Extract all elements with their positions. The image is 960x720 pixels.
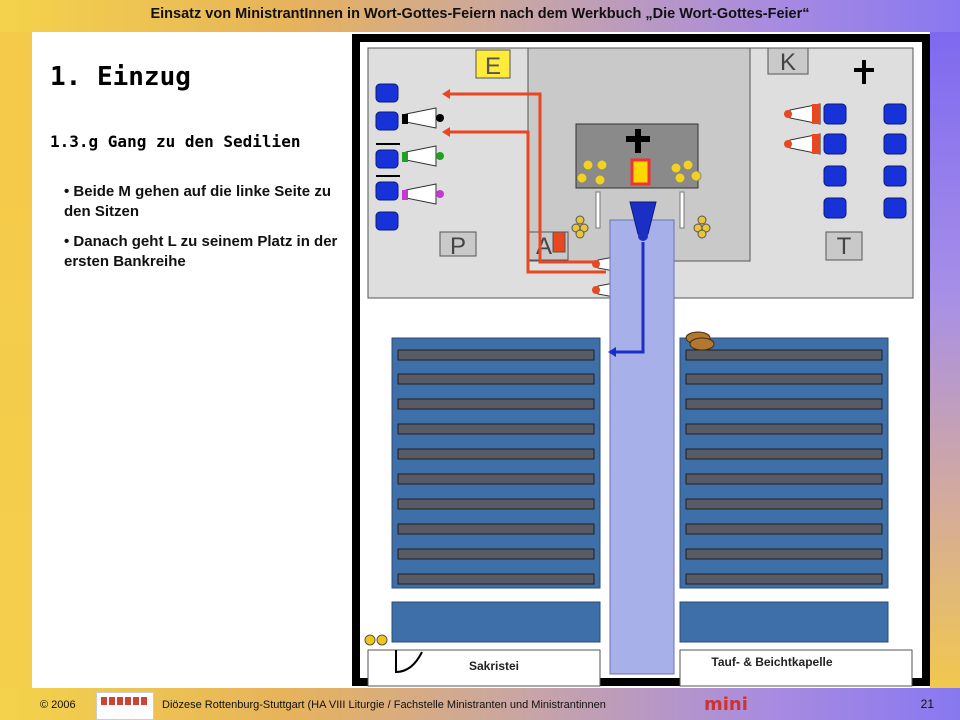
lector-figure bbox=[629, 201, 657, 241]
t-box bbox=[825, 231, 863, 261]
k-box bbox=[767, 47, 809, 75]
bullet-item: • Beide M gehen auf die linke Seite zu d… bbox=[64, 183, 331, 220]
ambo-e-box bbox=[475, 49, 511, 79]
procession-path-red bbox=[446, 92, 610, 274]
baptismal-font-icon bbox=[685, 331, 715, 351]
mini-logo: mini bbox=[704, 694, 748, 715]
cross-icon bbox=[854, 60, 874, 84]
footer-organization: Diözese Rottenburg-Stuttgart (HA VIII Li… bbox=[162, 699, 606, 711]
diocese-logo bbox=[96, 692, 154, 720]
server-figures-left bbox=[402, 107, 444, 205]
section-subtitle: 1.3.g Gang zu den Sedilien bbox=[50, 132, 301, 151]
sacristy-room bbox=[367, 649, 601, 687]
sacristy-door bbox=[395, 650, 423, 674]
back-pew-left bbox=[391, 601, 601, 643]
section-title: 1. Einzug bbox=[50, 62, 191, 92]
logo-stripes bbox=[101, 697, 149, 705]
p-box bbox=[439, 231, 477, 257]
right-gradient-strip bbox=[930, 32, 960, 688]
right-choir-chairs bbox=[823, 103, 907, 219]
left-sedilia-chairs bbox=[375, 83, 399, 231]
church-floor-plan: E K P A T bbox=[352, 34, 930, 687]
altar-cross-icon bbox=[626, 129, 650, 153]
altar-book bbox=[630, 158, 651, 186]
page-number: 21 bbox=[920, 697, 934, 711]
label-e: E bbox=[485, 53, 501, 80]
bullet-text: Beide M gehen auf die linke Seite zu den… bbox=[64, 183, 331, 220]
flower-arrangement-left bbox=[571, 215, 589, 239]
server-figures-right bbox=[784, 103, 821, 155]
pews-left bbox=[397, 349, 595, 585]
label-p: P bbox=[450, 233, 466, 260]
bullet-item: • Danach geht L zu seinem Platz in der e… bbox=[64, 233, 338, 270]
left-gradient-strip bbox=[0, 32, 32, 688]
label-k: K bbox=[780, 49, 796, 76]
back-pew-right bbox=[679, 601, 889, 643]
slide-header-title: Einsatz von MinistrantInnen in Wort-Gott… bbox=[150, 6, 810, 22]
sacristy-label: Sakristei bbox=[469, 659, 519, 673]
baptism-chapel-room bbox=[679, 649, 913, 687]
flower-arrangement-right bbox=[693, 215, 711, 239]
procession-path-blue bbox=[610, 242, 645, 354]
slide-content: 1. Einzug 1.3.g Gang zu den Sedilien • B… bbox=[32, 32, 930, 688]
entry-figures bbox=[364, 634, 388, 646]
baptism-chapel-label: Tauf- & Beichtkapelle bbox=[711, 655, 832, 669]
footer-copyright: © 2006 bbox=[40, 699, 76, 711]
a-marker bbox=[552, 231, 566, 253]
bullet-list: • Beide M gehen auf die linke Seite zu d… bbox=[64, 182, 344, 282]
pews-right bbox=[685, 349, 883, 585]
label-a: A bbox=[536, 233, 552, 260]
label-t: T bbox=[837, 233, 852, 260]
altar-candles bbox=[576, 159, 702, 186]
bullet-text: Danach geht L zu seinem Platz in der ers… bbox=[64, 233, 338, 270]
